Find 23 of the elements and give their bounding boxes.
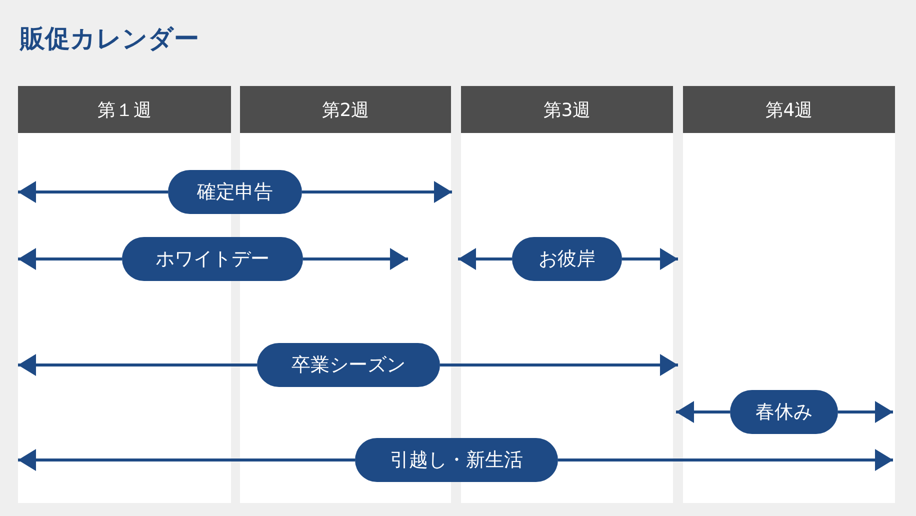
arrow [838, 401, 893, 423]
week-header: 第2週 [240, 86, 451, 133]
page-title: 販促カレンダー [20, 23, 199, 55]
week-header: 第１週 [18, 86, 231, 133]
arrow [458, 248, 512, 270]
arrow [303, 248, 408, 270]
event-label: 卒業シーズン [257, 343, 440, 387]
arrow [622, 248, 678, 270]
arrow [18, 354, 257, 376]
arrow [676, 401, 730, 423]
arrow [302, 181, 452, 203]
arrow [18, 181, 168, 203]
arrow [440, 354, 678, 376]
event-label: 確定申告 [168, 170, 302, 214]
week-header: 第3週 [461, 86, 673, 133]
event-label: ホワイトデー [122, 237, 303, 281]
arrow [558, 449, 893, 471]
week-header: 第4週 [683, 86, 895, 133]
arrow [18, 449, 355, 471]
event-label: お彼岸 [512, 237, 622, 281]
arrow [18, 248, 122, 270]
event-label: 春休み [730, 390, 838, 434]
event-label: 引越し・新生活 [355, 438, 558, 482]
